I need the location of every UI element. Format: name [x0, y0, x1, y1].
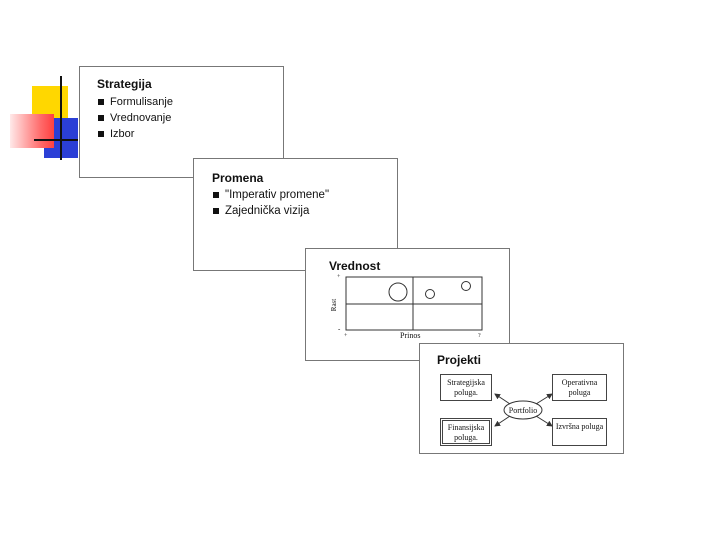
y-plus-label: +	[337, 274, 341, 280]
bubble-small	[425, 289, 435, 299]
arrow-to-strategic	[494, 393, 511, 405]
strategija-list: Formulisanje Vrednovanje Izbor	[97, 94, 173, 142]
deco-red-square	[10, 114, 54, 148]
portfolio-label: Portfolio	[508, 406, 538, 415]
portfolio-diagram	[494, 393, 553, 427]
vrednost-card: Vrednost + Rast - + Prinos ?	[305, 248, 510, 361]
x-plus-label: ?	[478, 333, 481, 339]
y-minus-label: -	[338, 325, 341, 333]
projekti-title: Projekti	[437, 353, 482, 367]
node-financial-lever: Finansijska poluga.	[440, 418, 492, 446]
node-operative-lever: Operativna poluga	[552, 374, 607, 401]
promena-item: Zajednička vizija	[212, 203, 329, 219]
strategija-item: Izbor	[97, 126, 173, 142]
arrow-to-operative	[535, 393, 553, 405]
arrow-to-executive	[535, 415, 553, 427]
bubble-medium	[461, 281, 471, 291]
deco-vertical-line	[60, 76, 62, 160]
node-executive-lever: Izvršna poluga	[552, 418, 607, 446]
strategija-title: Strategija	[97, 77, 152, 91]
promena-title: Promena	[212, 171, 264, 185]
promena-item: "Imperativ promene"	[212, 187, 329, 203]
vrednost-title: Vrednost	[329, 259, 381, 273]
x-axis-label: Prinos	[400, 331, 421, 340]
projekti-card: Projekti Portfolio Strategijska poluga. …	[419, 343, 624, 454]
arrow-to-financial	[494, 415, 511, 427]
promena-list: "Imperativ promene" Zajednička vizija	[212, 187, 329, 219]
y-axis-label: Rast	[330, 298, 339, 312]
strategija-item: Formulisanje	[97, 94, 173, 110]
deco-horizontal-line	[34, 139, 78, 141]
bubble-large	[388, 282, 408, 302]
x-minus-label: +	[344, 333, 348, 339]
growth-return-matrix	[345, 276, 483, 331]
strategija-item: Vrednovanje	[97, 110, 173, 126]
node-strategic-lever: Strategijska poluga.	[440, 374, 492, 401]
portfolio-ellipse	[503, 400, 543, 420]
